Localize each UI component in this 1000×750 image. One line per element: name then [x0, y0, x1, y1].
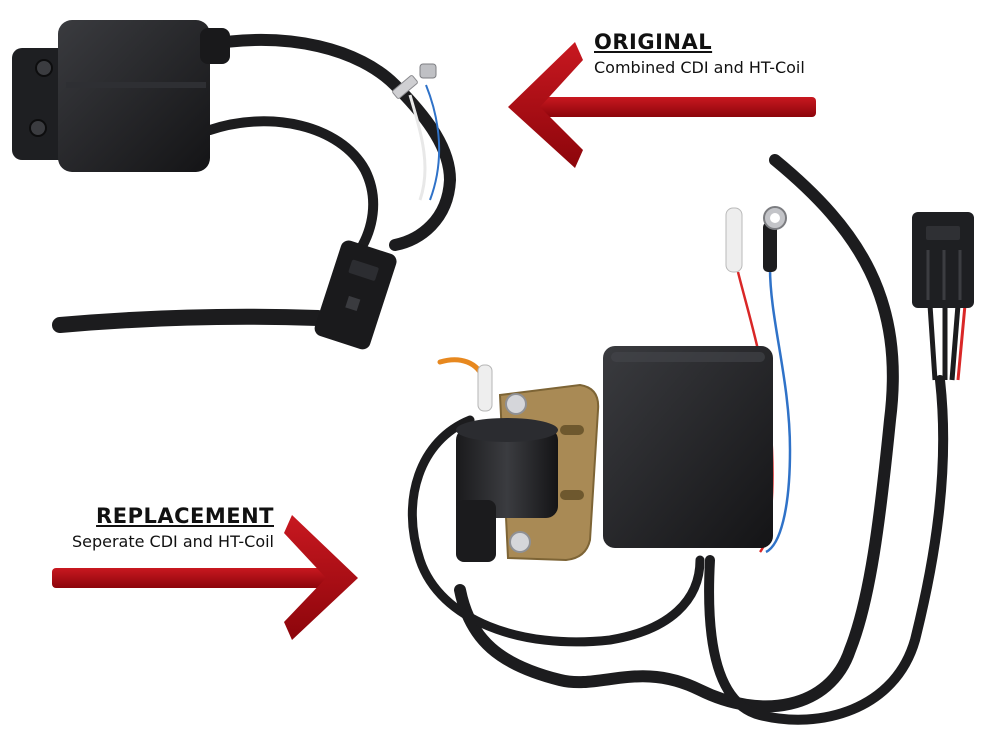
replacement-harness-red-wire — [956, 304, 967, 381]
arrow-left-shaft — [536, 97, 816, 117]
replacement-bolt-top — [505, 393, 527, 415]
original-main-cable — [199, 34, 457, 251]
original-connector-tab — [345, 295, 361, 312]
original-connector-latch — [348, 259, 379, 281]
original-housing — [58, 20, 210, 172]
arrow-left-head — [508, 42, 583, 168]
replacement-connector-latch — [926, 226, 960, 240]
replacement-connector-ribs — [926, 250, 962, 300]
replacement-heading: REPLACEMENT — [96, 504, 274, 528]
replacement-harness-wires — [927, 304, 961, 381]
original-label: ORIGINAL Combined CDI and HT-Coil — [594, 30, 805, 77]
replacement-hv-lead — [454, 154, 899, 713]
replacement-coil-lead — [407, 415, 705, 647]
original-connector — [314, 240, 397, 350]
original-housing-ridge — [66, 82, 206, 88]
original-ring-terminal — [419, 63, 437, 79]
replacement-caption: Seperate CDI and HT-Coil — [71, 532, 274, 551]
original-spade-terminal — [392, 75, 418, 99]
original-unit — [12, 20, 457, 350]
arrow-right — [52, 515, 358, 640]
original-caption: Combined CDI and HT-Coil — [594, 58, 805, 77]
original-cable-boot — [200, 28, 230, 64]
replacement-unit — [407, 154, 974, 725]
replacement-bullet-terminal — [725, 207, 743, 273]
replacement-cdi-box-edge — [611, 352, 765, 362]
original-mount-hole-bottom — [29, 119, 47, 137]
replacement-coil-terminal — [477, 364, 493, 412]
replacement-bracket-slot-top — [560, 425, 584, 435]
replacement-blue-wire — [765, 267, 792, 554]
arrow-left — [508, 42, 816, 168]
replacement-ring-terminal-hole — [770, 213, 780, 223]
replacement-ht-coil-top — [456, 418, 558, 442]
replacement-orange-wire — [437, 357, 487, 383]
arrow-right-shaft — [52, 568, 332, 588]
arrow-right-head — [284, 515, 358, 640]
replacement-ht-coil-tower — [456, 500, 496, 562]
original-heading: ORIGINAL — [594, 30, 713, 54]
original-secondary-cable — [205, 116, 379, 255]
original-white-wire — [408, 94, 427, 201]
original-mount-hole-top — [35, 59, 53, 77]
replacement-bolt-bottom — [509, 531, 531, 553]
replacement-ring-terminal-sleeve — [763, 222, 777, 272]
original-blue-wire — [425, 84, 441, 201]
replacement-label: REPLACEMENT Seperate CDI and HT-Coil — [28, 504, 274, 551]
replacement-cdi-box — [603, 346, 773, 548]
original-hv-lead — [52, 308, 326, 333]
replacement-bracket-slot-bottom — [560, 490, 584, 500]
replacement-harness-cable — [704, 375, 949, 725]
replacement-ht-coil-body — [456, 428, 558, 518]
